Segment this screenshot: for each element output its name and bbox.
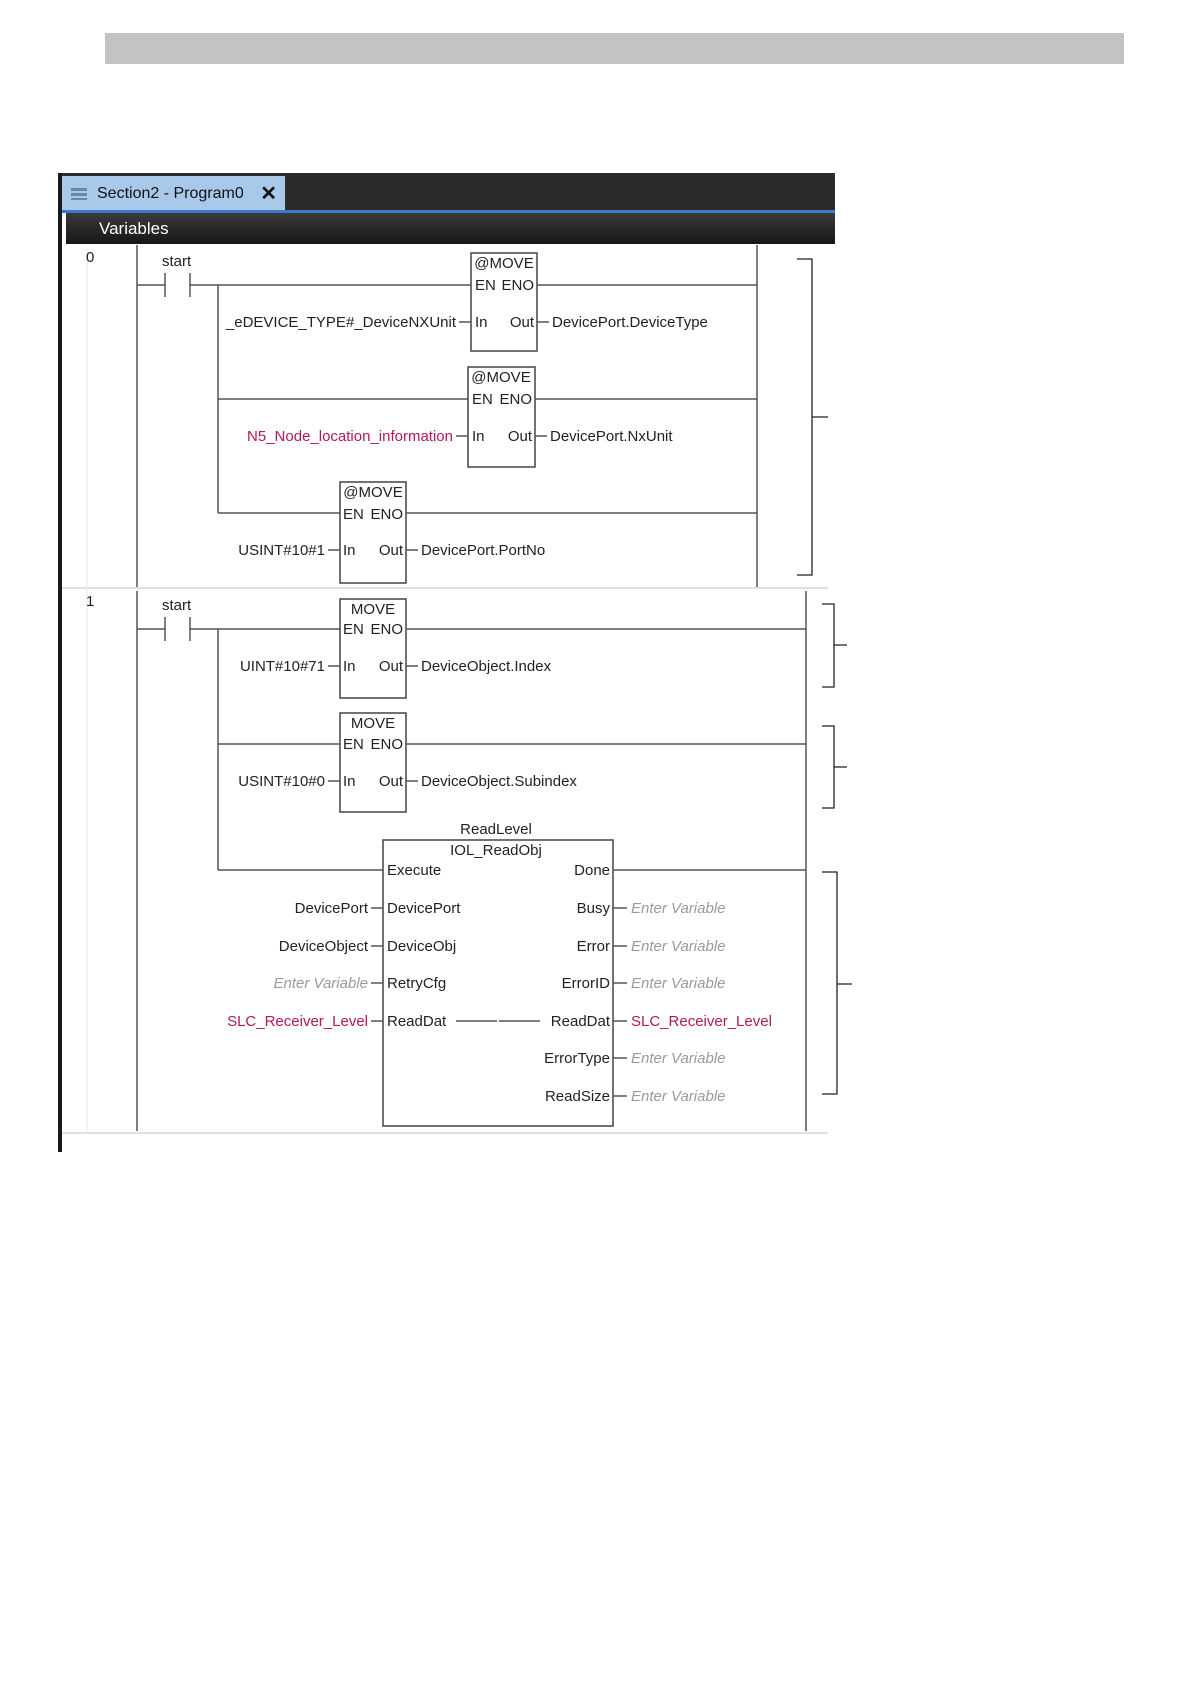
block-name: @MOVE [343, 484, 402, 501]
fb-output-pin: Busy [577, 900, 611, 917]
pin-label: EN [475, 277, 496, 294]
contact-label: start [162, 597, 192, 614]
input-variable[interactable]: N5_Node_location_information [247, 428, 453, 445]
fb-output-variable[interactable]: Enter Variable [631, 1088, 726, 1105]
fb-output-variable[interactable]: SLC_Receiver_Level [631, 1013, 772, 1030]
output-variable[interactable]: DeviceObject.Index [421, 658, 552, 675]
fb-input-variable[interactable]: DevicePort [295, 900, 369, 917]
pin-label: ENO [370, 621, 403, 638]
block-name: MOVE [351, 715, 395, 732]
contact-label: start [162, 253, 192, 270]
variables-bar[interactable]: Variables [66, 213, 835, 244]
fb-input-pin: RetryCfg [387, 975, 446, 992]
fb-output-pin: Error [577, 938, 610, 955]
pin-label: In [343, 658, 356, 675]
pin-label: Out [510, 314, 535, 331]
fb-output-variable[interactable]: Enter Variable [631, 938, 726, 955]
fb-output-pin: ReadSize [545, 1088, 610, 1105]
output-variable[interactable]: DevicePort.NxUnit [550, 428, 673, 445]
pin-label: Out [379, 658, 404, 675]
pin-label: In [343, 773, 356, 790]
pin-label: In [343, 542, 356, 559]
input-variable[interactable]: UINT#10#71 [240, 658, 325, 675]
input-variable[interactable]: USINT#10#1 [238, 542, 325, 559]
output-variable[interactable]: DevicePort.DeviceType [552, 314, 708, 331]
block-name: @MOVE [471, 369, 530, 386]
fb-output-pin: ErrorType [544, 1050, 610, 1067]
rung-number: 1 [86, 593, 94, 610]
fb-input-pin: Execute [387, 862, 441, 879]
fb-output-variable[interactable]: Enter Variable [631, 975, 726, 992]
fb-output-variable[interactable]: Enter Variable [631, 900, 726, 917]
editor-window [58, 173, 835, 1152]
pin-label: EN [343, 506, 364, 523]
fb-output-pin: ReadDat [551, 1013, 611, 1030]
fb-input-variable[interactable]: Enter Variable [274, 975, 369, 992]
rung-number: 0 [86, 249, 94, 266]
page-header-bar [105, 33, 1124, 64]
block-name: MOVE [351, 601, 395, 618]
pin-label: In [472, 428, 485, 445]
fb-type-name: IOL_ReadObj [450, 842, 542, 859]
fb-output-variable[interactable]: Enter Variable [631, 1050, 726, 1067]
close-icon[interactable]: ✕ [260, 182, 277, 205]
pin-label: Out [379, 542, 404, 559]
window-left-edge [58, 173, 62, 1152]
fb-input-variable[interactable]: DeviceObject [279, 938, 369, 955]
program-icon [71, 187, 87, 200]
pin-label: ENO [499, 391, 532, 408]
fb-input-variable[interactable]: SLC_Receiver_Level [227, 1013, 368, 1030]
pin-label: EN [472, 391, 493, 408]
fb-input-pin: DevicePort [387, 900, 461, 917]
pin-label: Out [508, 428, 533, 445]
tab-underline [62, 210, 835, 213]
pin-label: Out [379, 773, 404, 790]
fb-instance-name: ReadLevel [460, 821, 532, 838]
pin-label: EN [343, 736, 364, 753]
pin-label: EN [343, 621, 364, 638]
fb-input-pin: ReadDat [387, 1013, 447, 1030]
variables-label: Variables [99, 219, 169, 238]
output-variable[interactable]: DevicePort.PortNo [421, 542, 545, 559]
block-name: @MOVE [474, 255, 533, 272]
pin-label: ENO [501, 277, 534, 294]
input-variable[interactable]: _eDEVICE_TYPE#_DeviceNXUnit [225, 314, 457, 331]
fb-output-pin: Done [574, 862, 610, 879]
input-variable[interactable]: USINT#10#0 [238, 773, 325, 790]
tab-title: Section2 - Program0 [97, 184, 244, 202]
output-variable[interactable]: DeviceObject.Subindex [421, 773, 577, 790]
pin-label: ENO [370, 506, 403, 523]
fb-input-pin: DeviceObj [387, 938, 456, 955]
pin-label: In [475, 314, 488, 331]
fb-output-pin: ErrorID [562, 975, 611, 992]
pin-label: ENO [370, 736, 403, 753]
tab-section2-program0[interactable]: Section2 - Program0 ✕ [62, 176, 285, 211]
